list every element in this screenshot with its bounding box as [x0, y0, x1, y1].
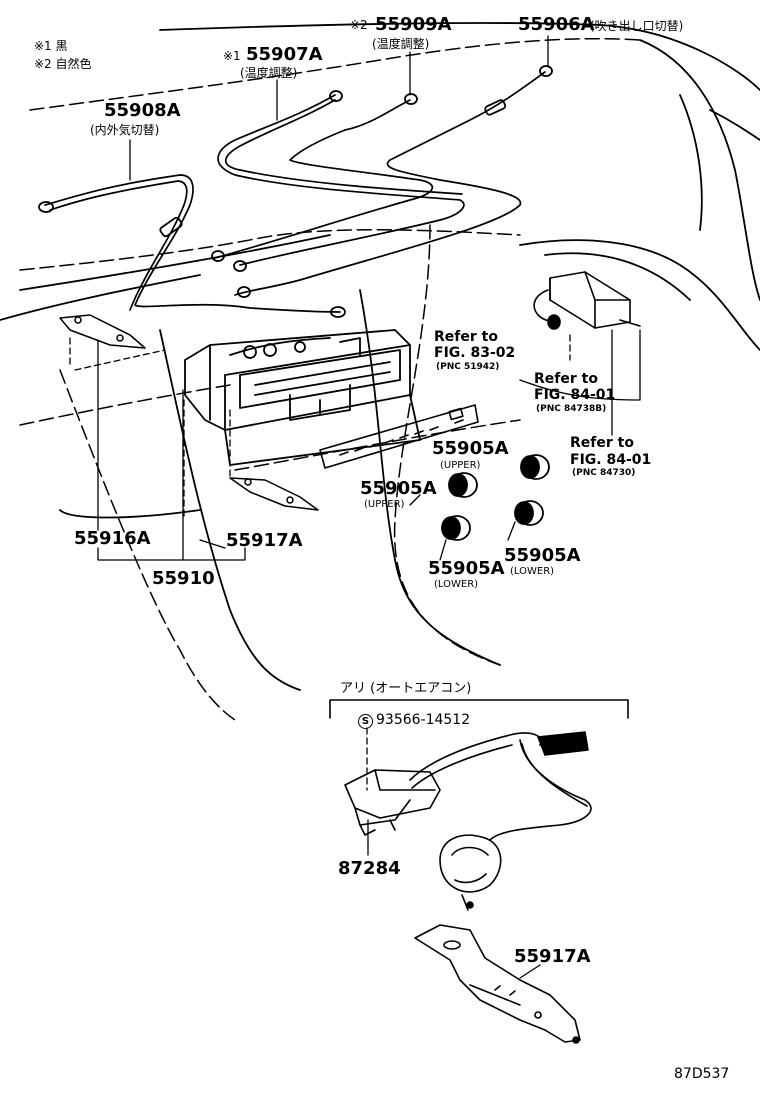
ref1-pnc: (PNC 51942): [436, 362, 500, 372]
part-desc-knob-upper-right: (UPPER): [440, 460, 481, 471]
part-mark-55909A: ※2: [350, 18, 368, 32]
part-desc-55907A: (温度調整): [240, 66, 298, 80]
part-desc-knob-upper-left: (UPPER): [364, 499, 405, 510]
ref3-pnc: (PNC 84730): [572, 468, 636, 478]
part-number-knob-upper-right: 55905A: [432, 438, 509, 459]
part-desc-knob-lower-left: (LOWER): [434, 579, 479, 590]
part-number-55917A-bottom: 55917A: [514, 946, 591, 967]
diagram-code: 87D537: [674, 1066, 730, 1082]
part-number-55916A: 55916A: [74, 528, 151, 549]
part-number-knob-upper-left: 55905A: [360, 478, 437, 499]
part-number-knob-lower-left: 55905A: [428, 558, 505, 579]
part-desc-55906A: (吹き出し口切替): [590, 19, 684, 33]
part-number-knob-lower-right: 55905A: [504, 545, 581, 566]
ref3-line2: FIG. 84-01: [570, 452, 652, 468]
ref3-line1: Refer to: [570, 435, 634, 451]
ref2-line2: FIG. 84-01: [534, 387, 616, 403]
part-number-55908A: 55908A: [104, 100, 181, 121]
cable-terminals: [38, 65, 553, 318]
leader-lines-dashed: [69, 334, 571, 791]
part-desc-55909A: (温度調整): [372, 37, 430, 51]
part-mark-55907A: ※1: [223, 49, 241, 63]
auto-ac-group-bracket: [329, 699, 629, 719]
part-number-87284: 87284: [338, 858, 401, 879]
legend-note-1: ※1 黒: [34, 39, 68, 53]
blower-switch-assembly: [533, 271, 641, 330]
control-cables: [44, 71, 546, 313]
leader-lines: [97, 35, 641, 979]
part-number-55917A-top: 55917A: [226, 530, 303, 551]
sensor-assembly: [344, 731, 592, 911]
part-desc-knob-lower-right: (LOWER): [510, 566, 555, 577]
heater-control-unit: [184, 329, 421, 466]
control-knobs: [441, 454, 550, 541]
part-number-55907A: 55907A: [246, 44, 323, 65]
legend-note-2: ※2 自然色: [34, 57, 92, 71]
auto-ac-group-label: アリ (オートエアコン): [340, 681, 472, 696]
part-number-55906A: 55906A: [518, 14, 595, 35]
bracket-55916A: [59, 314, 146, 349]
ref1-line2: FIG. 83-02: [434, 345, 516, 361]
bracket-55917A-bottom: [414, 924, 581, 1044]
part-desc-55908A: (内外気切替): [90, 123, 160, 137]
ref2-pnc: (PNC 84738B): [536, 404, 607, 414]
part-number-55909A: 55909A: [375, 14, 452, 35]
part-number-55910: 55910: [152, 568, 215, 589]
bracket-55917A-top: [229, 477, 319, 511]
ref2-line1: Refer to: [534, 371, 598, 387]
control-faceplate: [319, 404, 479, 469]
screw-part-number: 93566-14512: [376, 712, 471, 728]
screw-symbol: S: [358, 714, 373, 729]
ref1-line1: Refer to: [434, 329, 498, 345]
